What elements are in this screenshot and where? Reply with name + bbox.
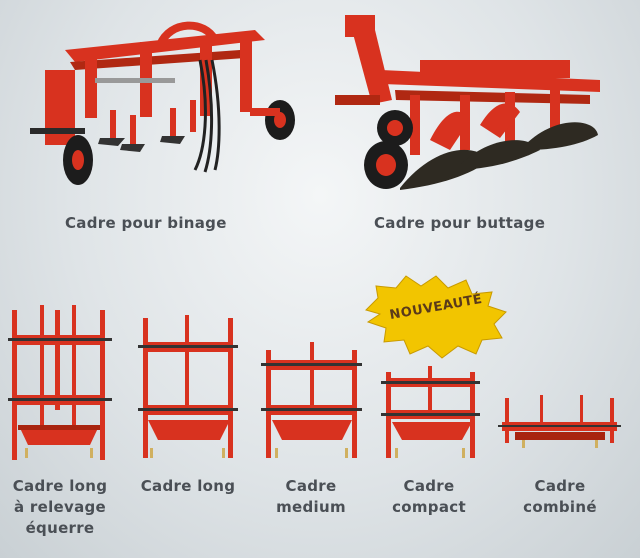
caption-binage: Cadre pour binage bbox=[65, 214, 227, 232]
caption-medium: Cadre medium bbox=[276, 477, 346, 516]
frame-compact-image bbox=[381, 366, 480, 458]
binage-cultivator-illustration bbox=[30, 21, 295, 185]
frame-long-equerre-image bbox=[8, 305, 112, 460]
buttage-ridger-illustration bbox=[335, 15, 600, 190]
caption-compact: Cadre compact bbox=[392, 477, 466, 516]
caption-buttage: Cadre pour buttage bbox=[374, 214, 546, 232]
nouveaute-badge bbox=[365, 275, 507, 359]
frame-combine-image bbox=[498, 395, 621, 448]
frame-long-image bbox=[138, 315, 238, 458]
caption-long: Cadre long bbox=[140, 477, 236, 495]
frame-medium-image bbox=[261, 342, 362, 458]
caption-long-equerre: Cadre long à relevage équerre bbox=[12, 477, 108, 537]
caption-combine: Cadre combiné bbox=[523, 477, 597, 516]
